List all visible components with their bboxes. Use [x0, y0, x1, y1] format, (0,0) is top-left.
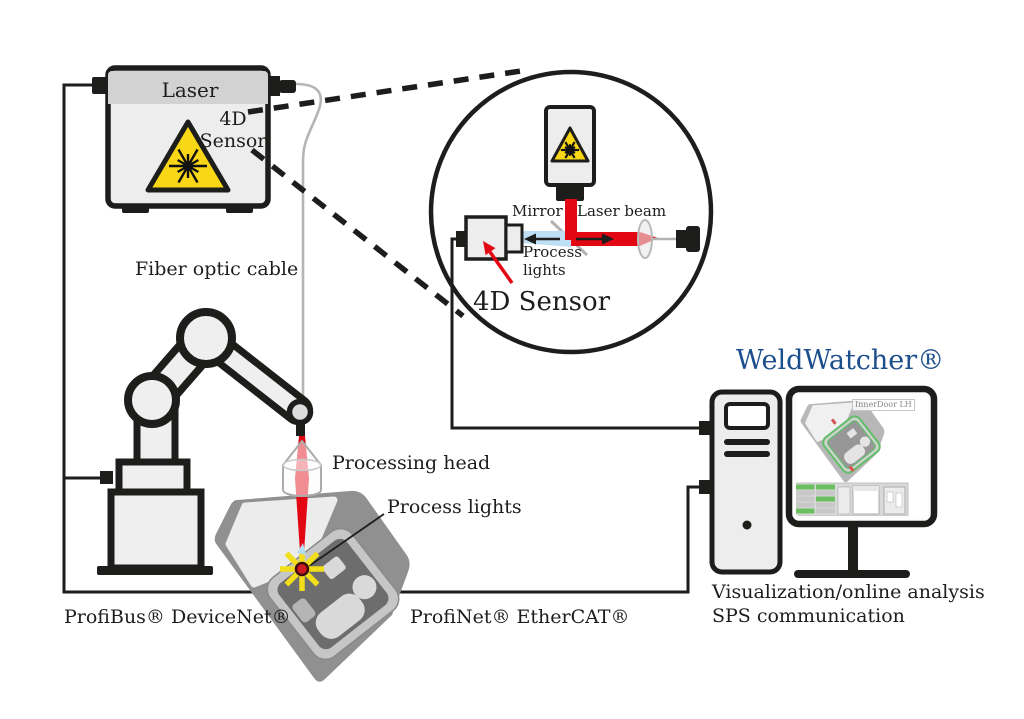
monitor-base	[794, 570, 910, 578]
robot-elbow-joint	[176, 308, 236, 368]
robot-bus-connector	[100, 471, 113, 484]
laser-right-connector	[268, 76, 280, 96]
sps-communication-label: SPS communication	[712, 605, 905, 627]
laser-warning-icon	[145, 119, 231, 193]
sensor-inset-circle	[428, 69, 714, 430]
focus-lens	[637, 219, 653, 259]
robot-wrist-joint	[286, 398, 314, 426]
sensor-callout-label: 4D Sensor	[199, 108, 267, 153]
laser-beam-label: Laser beam	[577, 202, 667, 220]
profibus-devicenet-label: ProfiBus® DeviceNet®	[64, 606, 291, 628]
mirror-label: Mirror	[512, 202, 563, 220]
laser-left-connector	[92, 77, 109, 94]
beam-direction-arrows	[524, 233, 614, 245]
monitor	[785, 385, 938, 578]
process-lights-label: Process lights	[387, 496, 522, 518]
screen-content	[796, 400, 909, 516]
weld-spot	[294, 561, 310, 577]
mini-laser-output-port	[556, 185, 584, 201]
laser-beam-assembly	[280, 436, 385, 591]
tower-body	[709, 389, 783, 575]
robot-shoulder-joint	[124, 372, 180, 428]
weld-seam-trace	[822, 415, 881, 474]
screen-door-thumbnail	[800, 400, 885, 483]
robot-base-plate	[97, 566, 213, 575]
mini-laser-box	[544, 105, 596, 201]
laser-beam-vertical	[565, 199, 577, 240]
monitor-stand	[848, 524, 858, 570]
laser-box-top-bar	[108, 71, 268, 104]
process-lights-inset-label: Process lights	[523, 243, 582, 279]
pc-tower	[699, 389, 783, 575]
fiber-optic-cable-label: Fiber optic cable	[135, 258, 299, 280]
sensor-signal-wire	[450, 237, 701, 430]
visualization-label: Visualization/online analysis	[712, 581, 985, 603]
beam-output-connector	[676, 230, 686, 248]
laser-label: Laser	[161, 78, 219, 102]
process-lights-pointer-line	[308, 513, 385, 567]
weld-sparks-icon	[280, 543, 324, 591]
screen-title-label: InnerDoor LH	[852, 399, 915, 412]
fiber-optic-cable	[295, 82, 323, 438]
laser-source-box	[92, 65, 296, 213]
screen-control-panel	[796, 482, 909, 516]
processing-head-label: Processing head	[332, 452, 491, 474]
inset-title-label: 4D Sensor	[473, 287, 611, 317]
sensor-pointer-arrow	[483, 241, 514, 285]
robot-arm	[97, 308, 314, 575]
robot-base	[107, 488, 205, 572]
process-light-flash	[297, 543, 306, 555]
profinet-ethercat-label: ProfiNet® EtherCAT®	[410, 606, 630, 628]
tower-drive-slot	[724, 402, 770, 430]
power-button	[742, 520, 752, 530]
robot-wrist-stub	[296, 423, 305, 436]
car-door-workpiece	[214, 490, 410, 682]
processing-head	[282, 440, 322, 497]
weldwatcher-brand-label: WeldWatcher®	[736, 345, 945, 376]
laser-warning-icon-small	[550, 126, 590, 163]
magnifier-dashed-lines	[247, 68, 522, 319]
